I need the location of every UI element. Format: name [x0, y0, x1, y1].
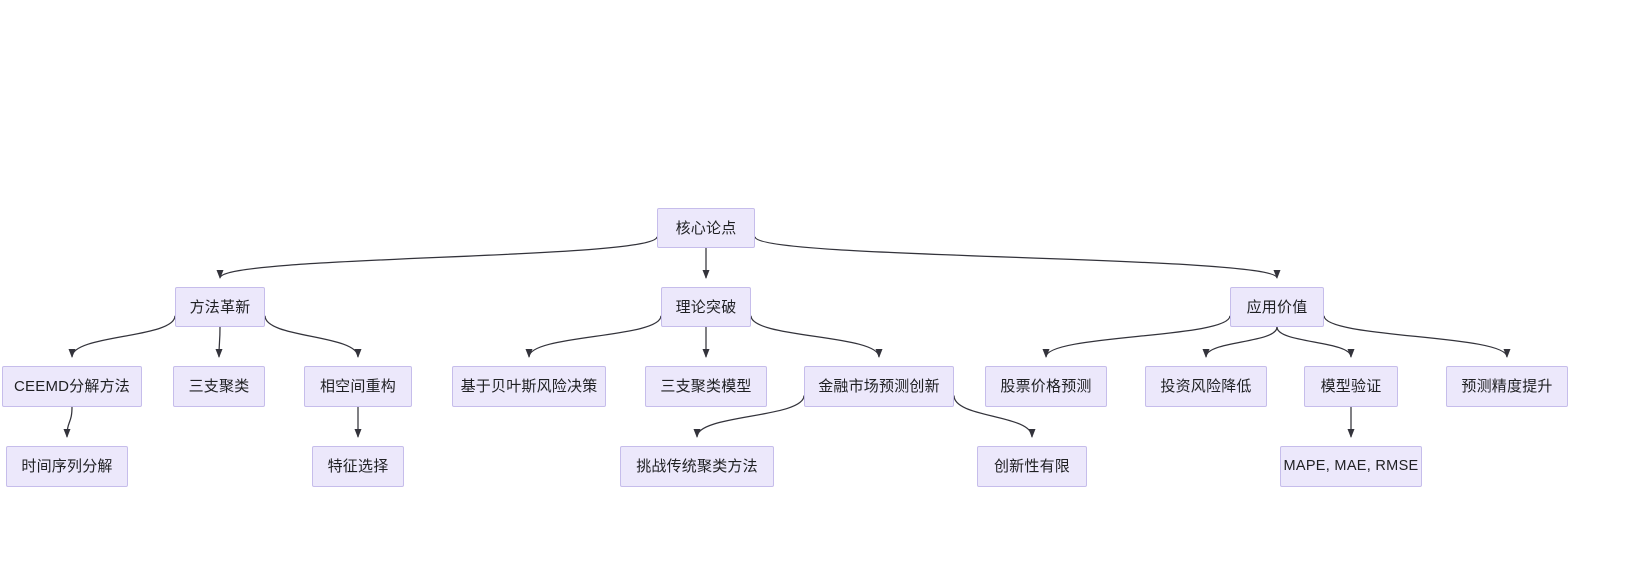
node-n_sanzhimx[interactable]: 三支聚类模型	[645, 366, 767, 407]
edge-n_ceemd-to-n_shijian	[63, 406, 73, 438]
node-n_shijian[interactable]: 时间序列分解	[6, 446, 128, 487]
node-label: 预测精度提升	[1461, 378, 1553, 395]
node-label: 相空间重构	[319, 378, 396, 395]
node-label: 三支聚类	[188, 378, 250, 395]
node-label: 模型验证	[1320, 378, 1382, 395]
node-root[interactable]: 核心论点	[657, 208, 755, 248]
edge-branch3-to-n_touzi	[1202, 326, 1278, 358]
node-n_jinrong[interactable]: 金融市场预测创新	[804, 366, 954, 407]
node-n_gupiao[interactable]: 股票价格预测	[985, 366, 1107, 407]
node-n_ceemd[interactable]: CEEMD分解方法	[2, 366, 142, 407]
node-label: MAPE, MAE, RMSE	[1283, 458, 1419, 475]
node-n_moxing[interactable]: 模型验证	[1304, 366, 1398, 407]
node-label: 挑战传统聚类方法	[636, 458, 758, 475]
node-n_xiangkong[interactable]: 相空间重构	[304, 366, 412, 407]
edge-group	[63, 236, 1511, 438]
edge-branch1-to-n_xiangkong	[264, 315, 362, 358]
node-label: 股票价格预测	[1000, 378, 1092, 395]
node-n_tiaozhan[interactable]: 挑战传统聚类方法	[620, 446, 774, 487]
node-label: 应用价值	[1246, 298, 1308, 316]
node-n_touzi[interactable]: 投资风险降低	[1145, 366, 1267, 407]
node-branch3[interactable]: 应用价值	[1230, 287, 1324, 327]
edge-branch1-to-n_ceemd	[68, 315, 176, 358]
edge-root-to-branch1	[216, 236, 658, 279]
node-label: 三支聚类模型	[660, 378, 752, 395]
node-label: 特征选择	[327, 458, 389, 475]
node-label: CEEMD分解方法	[14, 378, 130, 395]
edge-root-to-branch3	[754, 236, 1281, 279]
edge-branch2-to-n_bayes	[525, 315, 662, 358]
edge-branch3-to-n_moxing	[1276, 326, 1355, 358]
node-branch2[interactable]: 理论突破	[661, 287, 751, 327]
node-label: 时间序列分解	[21, 458, 113, 475]
node-n_metrics[interactable]: MAPE, MAE, RMSE	[1280, 446, 1422, 487]
node-label: 方法革新	[189, 298, 251, 316]
node-branch1[interactable]: 方法革新	[175, 287, 265, 327]
node-n_yuce[interactable]: 预测精度提升	[1446, 366, 1568, 407]
node-n_chuangxin[interactable]: 创新性有限	[977, 446, 1087, 487]
node-label: 投资风险降低	[1160, 378, 1252, 395]
node-n_sanzhi[interactable]: 三支聚类	[173, 366, 265, 407]
edge-branch2-to-n_jinrong	[750, 315, 883, 358]
node-n_bayes[interactable]: 基于贝叶斯风险决策	[452, 366, 606, 407]
node-label: 金融市场预测创新	[818, 378, 940, 395]
node-label: 理论突破	[675, 298, 737, 316]
node-label: 基于贝叶斯风险决策	[460, 378, 598, 395]
edge-branch1-to-n_sanzhi	[215, 326, 223, 358]
edge-branch3-to-n_gupiao	[1042, 315, 1231, 358]
node-n_tezheng[interactable]: 特征选择	[312, 446, 404, 487]
node-label: 创新性有限	[993, 458, 1070, 475]
edge-branch3-to-n_yuce	[1323, 315, 1511, 358]
node-label: 核心论点	[675, 219, 737, 237]
